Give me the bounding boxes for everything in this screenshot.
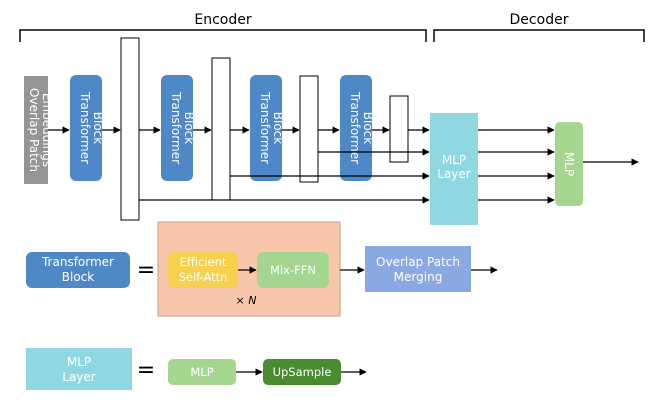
transformer-block-4-line2: Block	[361, 112, 375, 145]
legend-transformer-line2: Block	[62, 270, 95, 284]
legend-mlp-label: MLP	[190, 365, 213, 379]
transformer-block-1: Transformer Block	[70, 75, 105, 181]
legend-transformer-equals: =	[137, 258, 155, 283]
transformer-block-3-line1: Transformer	[258, 91, 272, 164]
overlap-patch-line2: Embeddings	[40, 93, 54, 167]
mlp-head-label: MLP	[562, 152, 576, 176]
legend-mlp-layer-line2: Layer	[62, 370, 96, 384]
transformer-block-2: Transformer Block	[161, 75, 196, 181]
overlap-patch-merging-line1: Overlap Patch	[376, 255, 460, 269]
legend-transformer-line1: Transformer	[41, 255, 114, 269]
efficient-self-attn-line1: Efficient	[180, 255, 227, 269]
transformer-block-4-line1: Transformer	[348, 91, 362, 164]
encoder-brace: Encoder	[19, 12, 427, 42]
transformer-block-3-line2: Block	[271, 112, 285, 145]
legend-mlp-box	[168, 359, 236, 385]
legend-mlp-equals: =	[137, 358, 155, 383]
decoder-mlp-layer-line1: MLP	[442, 153, 466, 167]
efficient-self-attn-line2: Self-Attn	[179, 270, 228, 284]
feature-map-2	[211, 57, 231, 201]
mlp-head: MLP	[555, 122, 583, 206]
skip-connections	[139, 126, 430, 204]
encoder-label: Encoder	[194, 12, 251, 28]
decoder-label: Decoder	[510, 12, 569, 28]
decoder-mlp-layer: MLP Layer	[430, 113, 478, 225]
transformer-block-2-line1: Transformer	[169, 91, 183, 164]
legend-mlp: MLP Layer = MLP UpSample	[26, 348, 367, 390]
overlap-patch-merging-line2: Merging	[394, 270, 443, 284]
decoder-arrows	[478, 126, 639, 204]
upsample-label: UpSample	[273, 365, 332, 379]
decoder-brace: Decoder	[433, 12, 645, 42]
decoder-mlp-layer-line2: Layer	[437, 167, 471, 181]
repeat-times-n: × N	[236, 294, 257, 307]
legend-mlp-layer-line1: MLP	[67, 355, 91, 369]
legend-transformer: Transformer Block = Efficient Self-Attn …	[26, 221, 498, 317]
transformer-block-2-line2: Block	[182, 112, 196, 145]
upsample-box	[263, 359, 341, 385]
mix-ffn-box	[257, 252, 329, 288]
transformer-block-1-line2: Block	[91, 112, 105, 145]
feature-map-4	[389, 95, 409, 163]
transformer-block-4: Transformer Block	[340, 75, 375, 181]
overlap-patch-embeddings-box: Overlap Patch Embeddings	[24, 76, 54, 184]
efficient-self-attn-box	[168, 252, 238, 288]
transformer-block-3: Transformer Block	[250, 75, 285, 181]
transformer-block-1-line1: Transformer	[78, 91, 92, 164]
feature-map-1	[120, 37, 140, 221]
mix-ffn-label: Mix-FFN	[270, 263, 316, 277]
feature-map-3	[299, 75, 319, 183]
overlap-patch-merging-box	[365, 246, 471, 292]
overlap-patch-line1: Overlap Patch	[27, 88, 41, 172]
